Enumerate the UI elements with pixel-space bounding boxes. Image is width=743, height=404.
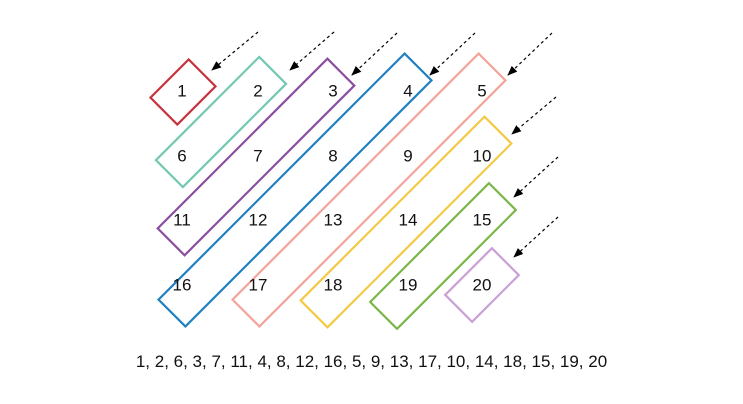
grid-number: 18 (324, 276, 343, 295)
grid-number: 17 (249, 276, 268, 295)
diagonal-group-outline (154, 55, 288, 189)
dashed-arrow (513, 216, 559, 258)
traversal-order-caption: 1, 2, 6, 3, 7, 11, 4, 8, 12, 16, 5, 9, 1… (135, 352, 608, 371)
dashed-arrow (351, 32, 398, 76)
diagonal-group-outline (443, 246, 521, 324)
diagonal-group-outline (156, 57, 356, 257)
dashed-arrow (429, 32, 476, 76)
grid-number: 16 (173, 276, 192, 295)
grid-number: 13 (324, 211, 343, 230)
grid-number: 10 (473, 147, 492, 166)
grid-number: 1 (177, 82, 186, 101)
diagonal-group-outline (148, 57, 218, 127)
dashed-arrow (511, 96, 557, 135)
diagonal-groups (148, 51, 521, 331)
grid-number: 11 (173, 211, 191, 230)
grid-number: 20 (473, 276, 492, 295)
diagonal-group-outline (299, 115, 513, 329)
diagonal-group-outline (230, 51, 508, 329)
grid-number: 4 (403, 82, 412, 101)
direction-arrows (211, 31, 559, 258)
grid-number: 14 (399, 211, 418, 230)
grid-number: 8 (328, 147, 337, 166)
dashed-arrow (507, 32, 553, 76)
grid-number: 15 (473, 211, 492, 230)
grid-number: 2 (253, 82, 262, 101)
grid-number: 3 (328, 82, 337, 101)
grid-numbers: 1 2 3 4 5 6 7 8 9 10 11 12 13 14 15 16 1… (173, 82, 492, 295)
grid-number: 7 (253, 147, 262, 166)
diagonal-group-outline (368, 181, 518, 331)
dashed-arrow (289, 31, 335, 71)
dashed-arrow (211, 31, 259, 71)
grid-number: 6 (177, 147, 186, 166)
grid-number: 9 (403, 147, 412, 166)
grid-number: 19 (399, 276, 418, 295)
dashed-arrow (513, 156, 559, 198)
grid-number: 5 (477, 82, 486, 101)
diagonal-group-outline (156, 51, 434, 329)
grid-number: 12 (249, 211, 268, 230)
